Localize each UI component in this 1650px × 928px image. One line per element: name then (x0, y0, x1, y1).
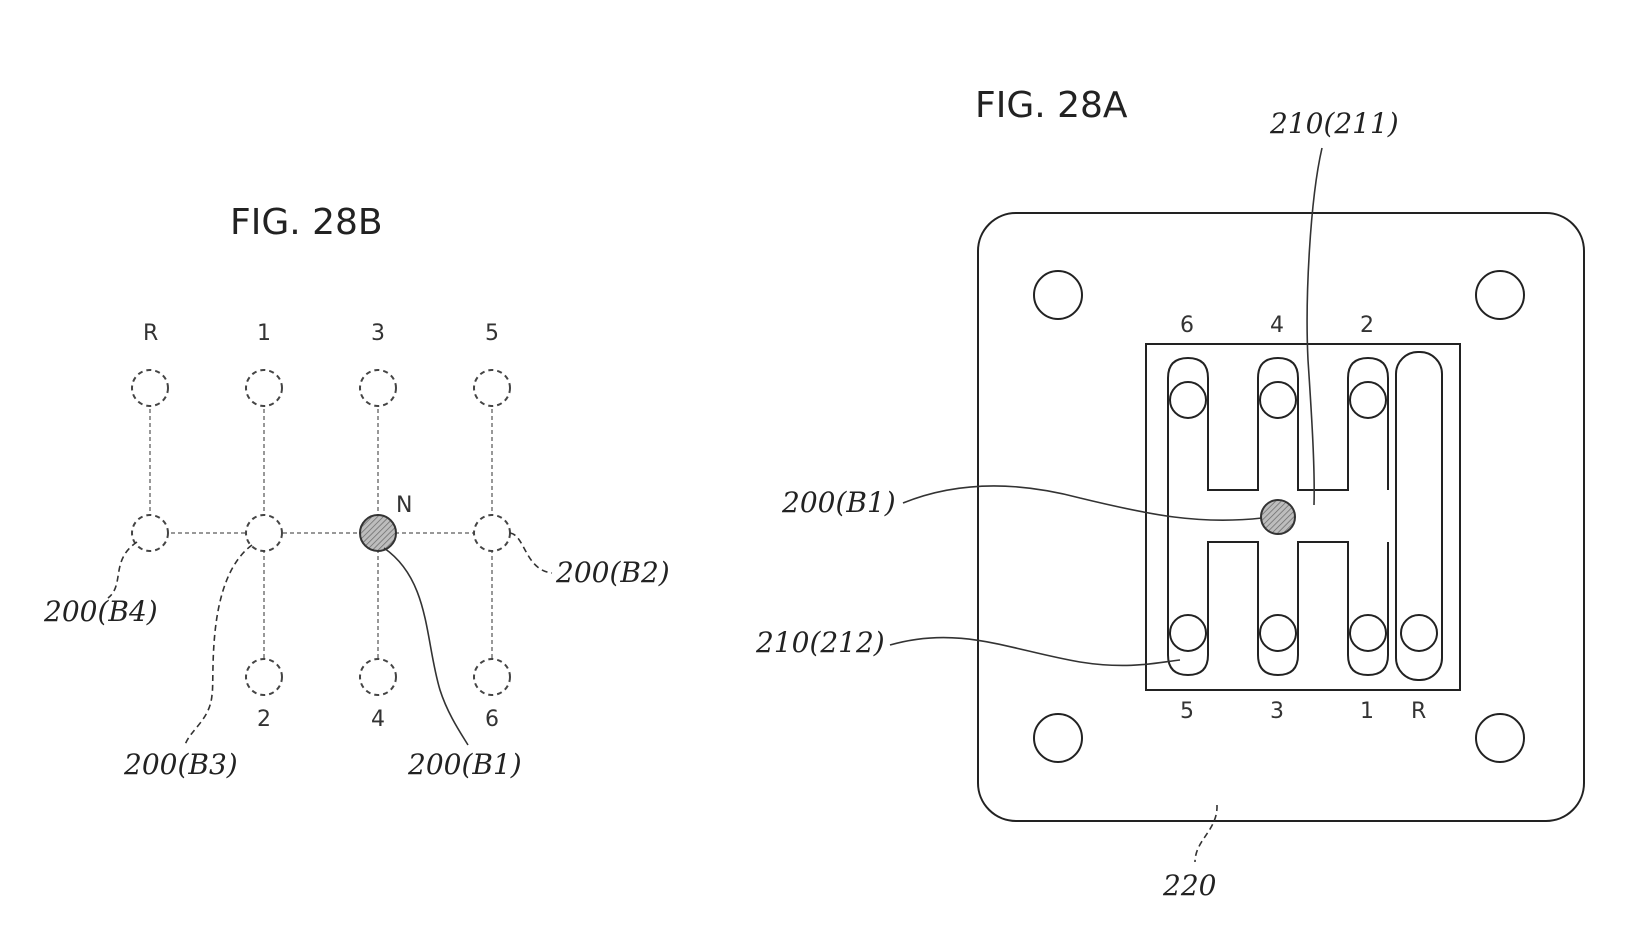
guide-position-5 (1169, 614, 1207, 652)
gear-position-r (131, 369, 169, 407)
shift-gate-lines (149, 388, 493, 677)
gear-position-5 (473, 369, 511, 407)
ref-label-ball-b1: 200(B1) (781, 486, 896, 519)
guide-position-1 (1349, 614, 1387, 652)
ref-label-211: 210(211) (1269, 107, 1399, 140)
fig-28b-top-label-5: 5 (485, 321, 499, 346)
fig-28a-top-label-2: 2 (1360, 313, 1374, 338)
guide-groove-212 (1167, 420, 1389, 677)
fig-28a-bottom-label-5: 5 (1180, 699, 1194, 724)
guide-position-6 (1169, 381, 1207, 419)
gear-position-6 (473, 658, 511, 696)
neutral-position-b2 (473, 514, 511, 552)
mounting-hole-bottom-left (1033, 713, 1083, 763)
fig-28b-top-label-1: 1 (257, 321, 271, 346)
fig-28b-bottom-label-6: 6 (485, 707, 499, 732)
mounting-hole-bottom-right (1475, 713, 1525, 763)
leader-211 (1306, 147, 1323, 506)
fig-28a-bottom-label-r: R (1411, 699, 1426, 724)
leader-b3 (184, 544, 253, 746)
ref-label-b2: 200(B2) (555, 556, 670, 589)
fig-28a-title: FIG. 28A (975, 85, 1128, 126)
mounting-hole-top-left (1033, 270, 1083, 320)
leader-b4 (107, 541, 138, 599)
gear-position-3 (359, 369, 397, 407)
figure-28a: FIG. 28A 6 4 2 5 3 1 R (755, 85, 1585, 902)
fig-28b-top-label-r: R (143, 321, 158, 346)
gear-position-2 (245, 658, 283, 696)
leader-b1 (383, 547, 469, 746)
neutral-position-b4 (131, 514, 169, 552)
leader-212 (889, 636, 1181, 667)
fig-28a-bottom-label-1: 1 (1360, 699, 1374, 724)
fig-28a-top-label-6: 6 (1180, 313, 1194, 338)
leader-ball-b1 (902, 485, 1263, 522)
leader-220 (1194, 804, 1218, 863)
leader-b2 (509, 532, 553, 574)
guide-position-3 (1259, 614, 1297, 652)
ball-b1 (1260, 499, 1296, 535)
ref-label-b1: 200(B1) (407, 748, 522, 781)
ref-label-b4: 200(B4) (43, 595, 158, 628)
fig-28b-top-label-3: 3 (371, 321, 385, 346)
guide-position-2 (1349, 381, 1387, 419)
ref-label-b3: 200(B3) (123, 748, 238, 781)
plate-220 (977, 212, 1585, 822)
ref-label-212: 210(212) (755, 626, 885, 659)
fig-28b-title: FIG. 28B (230, 202, 383, 243)
guide-groove-211 (1167, 356, 1389, 491)
reverse-slot (1395, 351, 1443, 681)
fig-28b-bottom-label-2: 2 (257, 707, 271, 732)
neutral-ball-b1 (359, 514, 397, 552)
mounting-hole-top-right (1475, 270, 1525, 320)
guide-frame (1145, 343, 1461, 691)
neutral-position-b3 (245, 514, 283, 552)
guide-position-4 (1259, 381, 1297, 419)
fig-28a-top-label-4: 4 (1270, 313, 1284, 338)
ref-label-220: 220 (1162, 869, 1216, 902)
gear-position-4 (359, 658, 397, 696)
neutral-label: N (396, 493, 412, 518)
gear-position-1 (245, 369, 283, 407)
figure-28b: FIG. 28B R 1 3 5 N 2 4 6 (43, 202, 670, 781)
fig-28a-bottom-label-3: 3 (1270, 699, 1284, 724)
fig-28b-bottom-label-4: 4 (371, 707, 385, 732)
guide-position-r (1400, 614, 1438, 652)
